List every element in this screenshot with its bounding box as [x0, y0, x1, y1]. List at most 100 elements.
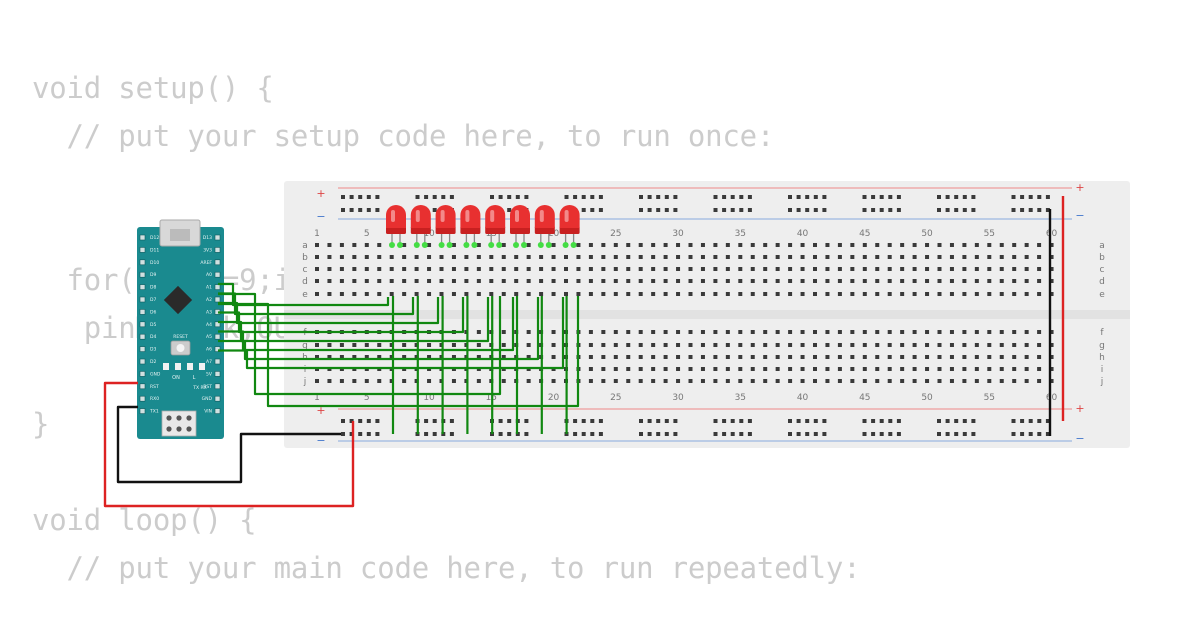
breadboard-hole[interactable] [900, 292, 905, 296]
breadboard-hole[interactable] [1024, 267, 1029, 271]
breadboard-hole[interactable] [638, 367, 643, 371]
rail-hole[interactable] [673, 195, 678, 199]
rail-hole[interactable] [747, 419, 752, 423]
breadboard-hole[interactable] [700, 279, 705, 283]
rail-hole[interactable] [656, 195, 661, 199]
nano-pin-left[interactable] [139, 309, 146, 315]
breadboard-hole[interactable] [676, 343, 681, 347]
breadboard-hole[interactable] [750, 355, 755, 359]
breadboard-hole[interactable] [339, 279, 344, 283]
nano-pin-left[interactable] [139, 234, 146, 241]
rail-hole[interactable] [573, 432, 578, 436]
breadboard-hole[interactable] [974, 243, 979, 247]
breadboard-hole[interactable] [377, 243, 382, 247]
rail-hole[interactable] [341, 419, 345, 423]
rail-hole[interactable] [713, 432, 718, 436]
breadboard-hole[interactable] [974, 343, 979, 347]
breadboard-hole[interactable] [526, 343, 531, 347]
breadboard-hole[interactable] [327, 255, 332, 259]
rail-hole[interactable] [1045, 432, 1050, 436]
breadboard-hole[interactable] [750, 243, 755, 247]
breadboard-hole[interactable] [1024, 255, 1029, 259]
breadboard-hole[interactable] [651, 255, 656, 259]
rail-hole[interactable] [879, 419, 884, 423]
breadboard-hole[interactable] [476, 343, 481, 347]
nano-pin-left[interactable] [139, 408, 146, 414]
breadboard-hole[interactable] [850, 379, 855, 383]
breadboard-hole[interactable] [925, 279, 930, 283]
rail-hole[interactable] [796, 419, 801, 423]
rail-hole[interactable] [432, 432, 437, 436]
breadboard-hole[interactable] [526, 330, 531, 334]
breadboard-hole[interactable] [999, 279, 1004, 283]
rail-hole[interactable] [1011, 208, 1016, 212]
breadboard-hole[interactable] [439, 292, 444, 296]
breadboard-hole[interactable] [912, 379, 917, 383]
breadboard-hole[interactable] [626, 367, 631, 371]
breadboard-hole[interactable] [352, 292, 357, 296]
rail-hole[interactable] [639, 208, 643, 212]
rail-hole[interactable] [441, 195, 446, 199]
rail-hole[interactable] [805, 195, 810, 199]
rail-hole[interactable] [449, 419, 454, 423]
breadboard-hole[interactable] [813, 355, 817, 359]
breadboard-hole[interactable] [551, 255, 556, 259]
breadboard-hole[interactable] [1049, 243, 1054, 247]
breadboard-hole[interactable] [875, 379, 880, 383]
rail-hole[interactable] [1037, 195, 1042, 199]
breadboard-hole[interactable] [489, 292, 494, 296]
breadboard-hole[interactable] [788, 243, 793, 247]
breadboard-hole[interactable] [427, 379, 432, 383]
nano-pin-right[interactable] [214, 284, 221, 290]
rail-hole[interactable] [739, 208, 744, 212]
breadboard-hole[interactable] [451, 255, 456, 259]
rail-hole[interactable] [358, 419, 363, 423]
rail-hole[interactable] [871, 419, 876, 423]
breadboard-hole[interactable] [551, 343, 556, 347]
breadboard-hole[interactable] [1012, 330, 1017, 334]
breadboard-hole[interactable] [925, 267, 930, 271]
breadboard-hole[interactable] [427, 255, 432, 259]
breadboard-hole[interactable] [800, 367, 805, 371]
breadboard-hole[interactable] [1012, 267, 1017, 271]
breadboard-hole[interactable] [987, 243, 992, 247]
breadboard-hole[interactable] [700, 267, 705, 271]
breadboard-hole[interactable] [788, 279, 793, 283]
nano-pin-left[interactable] [139, 333, 146, 340]
breadboard-hole[interactable] [912, 267, 917, 271]
breadboard-hole[interactable] [539, 292, 544, 296]
led[interactable] [534, 205, 555, 228]
breadboard-hole[interactable] [626, 243, 631, 247]
breadboard-hole[interactable] [414, 379, 419, 383]
rail-hole[interactable] [937, 419, 941, 423]
breadboard-hole[interactable] [1049, 379, 1054, 383]
breadboard-hole[interactable] [862, 367, 867, 371]
rail-hole[interactable] [937, 195, 941, 199]
breadboard-hole[interactable] [551, 330, 556, 334]
breadboard-hole[interactable] [700, 243, 705, 247]
rail-hole[interactable] [788, 208, 792, 212]
breadboard-hole[interactable] [713, 367, 718, 371]
breadboard-hole[interactable] [364, 279, 369, 283]
breadboard-hole[interactable] [651, 343, 656, 347]
rail-hole[interactable] [954, 432, 959, 436]
rail-hole[interactable] [581, 419, 586, 423]
breadboard-hole[interactable] [974, 367, 979, 371]
breadboard-hole[interactable] [501, 330, 506, 334]
breadboard-hole[interactable] [937, 279, 942, 283]
rail-hole[interactable] [656, 419, 661, 423]
breadboard-hole[interactable] [925, 243, 930, 247]
breadboard-hole[interactable] [775, 255, 780, 259]
breadboard-hole[interactable] [1012, 379, 1017, 383]
breadboard-hole[interactable] [464, 292, 469, 296]
breadboard-hole[interactable] [887, 292, 892, 296]
breadboard-hole[interactable] [402, 379, 407, 383]
breadboard-hole[interactable] [451, 292, 456, 296]
rail-hole[interactable] [598, 208, 603, 212]
breadboard-hole[interactable] [825, 292, 830, 296]
breadboard-hole[interactable] [352, 243, 357, 247]
breadboard-hole[interactable] [837, 343, 842, 347]
breadboard-hole[interactable] [464, 267, 469, 271]
breadboard-hole[interactable] [1049, 367, 1054, 371]
